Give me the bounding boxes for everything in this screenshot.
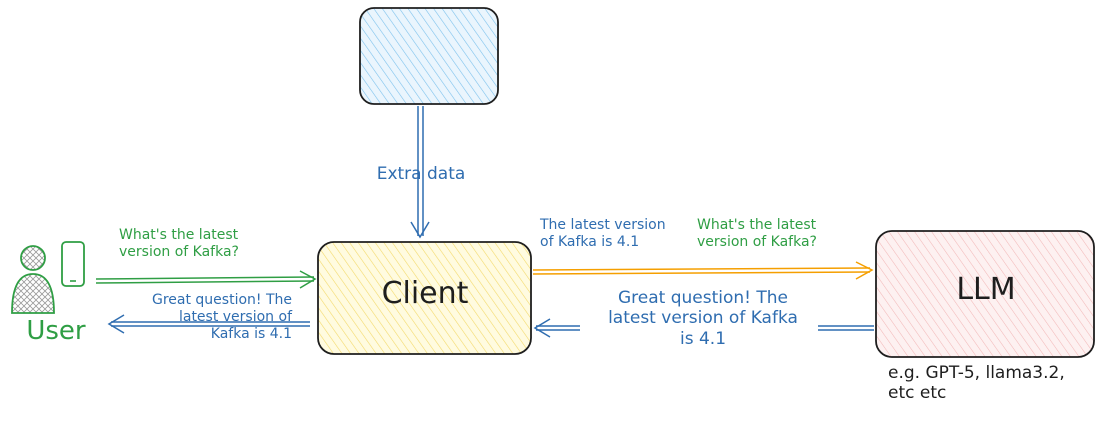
- arrow-client-to-llm: [532, 261, 874, 280]
- arrow-extra-data: [410, 106, 430, 239]
- llm-examples-note: e.g. GPT-5, llama3.2, etc etc: [888, 363, 1108, 404]
- llm-answer-line-2: latest version of Kafka: [608, 308, 798, 329]
- llm-answer-top-line-1: The latest version: [540, 217, 666, 233]
- client-answer-line-2: latest version of: [178, 308, 292, 325]
- edge-label-user-question: What's the latest version of Kafka?: [119, 227, 279, 261]
- client-question-line-2: version of Kafka?: [697, 233, 817, 250]
- edge-label-client-question: What's the latest version of Kafka?: [697, 217, 857, 251]
- arrow-client-to-user: [107, 314, 310, 334]
- extra-data-text: Extra data: [376, 164, 466, 184]
- user-question-line-2: version of Kafka?: [119, 243, 239, 260]
- client-box: [317, 241, 532, 355]
- edge-label-llm-answer: Great question! The latest version of Ka…: [578, 288, 828, 349]
- client-question-line-1: What's the latest: [697, 217, 817, 233]
- client-answer-line-1: Great question! The: [151, 292, 292, 308]
- client-label: Client: [381, 276, 469, 311]
- edge-label-llm-answer-top: The latest version of Kafka is 4.1: [540, 217, 688, 251]
- person-icon: [11, 245, 55, 314]
- phone-icon: [61, 241, 85, 287]
- llm-answer-line-1: Great question! The: [617, 288, 789, 308]
- user-label: User: [26, 316, 86, 346]
- llm-answer-top-line-2: of Kafka is 4.1: [540, 233, 640, 250]
- user-question-line-1: What's the latest: [119, 227, 239, 243]
- edge-label-extra-data: Extra data: [361, 164, 481, 184]
- llm-note-line-1: e.g. GPT-5, llama3.2,: [888, 363, 1065, 383]
- llm-box: [875, 230, 1095, 358]
- arrow-llm-to-client: [533, 318, 874, 338]
- llm-label: LLM: [956, 272, 1016, 307]
- data-source-box: [359, 7, 499, 105]
- client-answer-line-3: Kafka is 4.1: [210, 325, 292, 342]
- edge-label-client-answer: Great question! The latest version of Ka…: [100, 292, 292, 342]
- arrow-user-to-client: [95, 270, 317, 289]
- llm-answer-line-3: is 4.1: [679, 328, 727, 349]
- llm-note-line-2: etc etc: [888, 383, 947, 404]
